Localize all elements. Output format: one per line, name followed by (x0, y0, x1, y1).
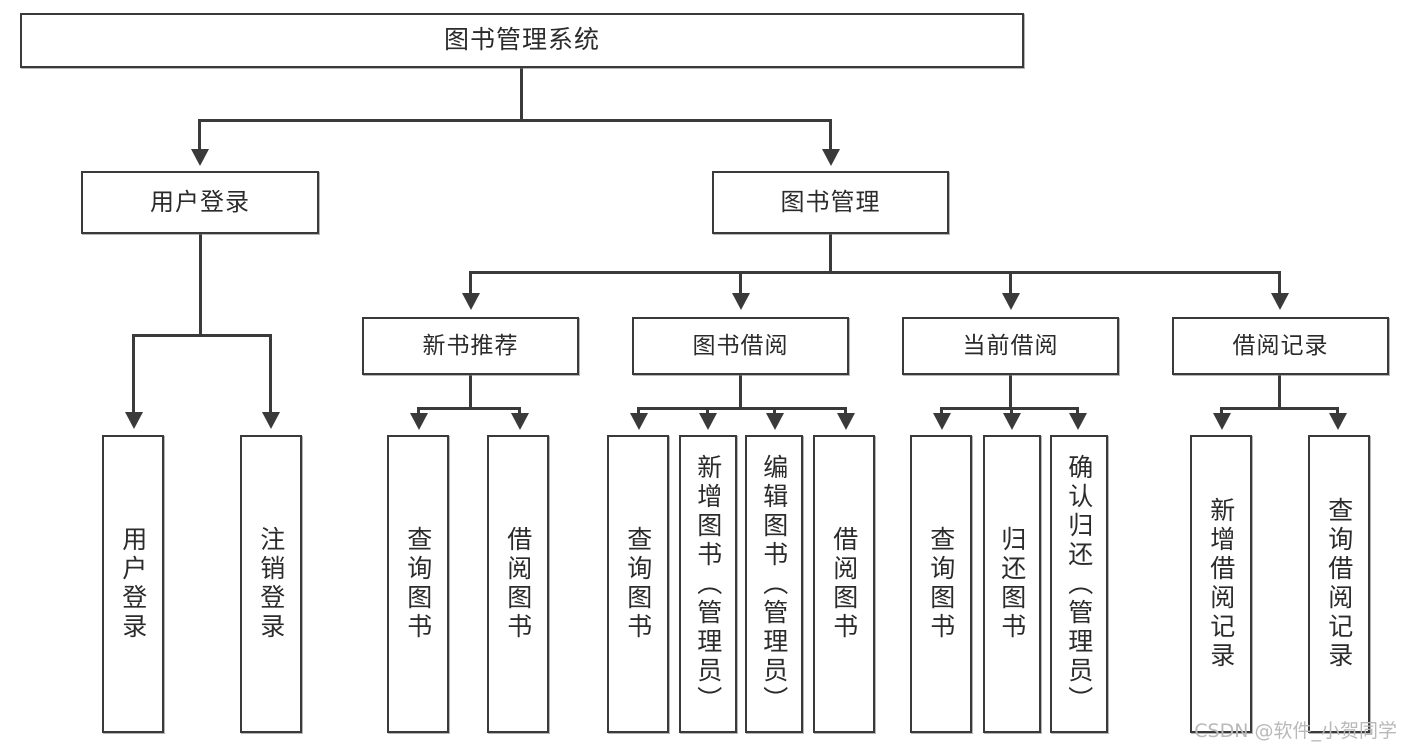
connector-bb-drop-4 (844, 407, 847, 415)
connector-bm-drop-current-borrow (1009, 271, 1012, 295)
node-label: 借阅记录 (1232, 332, 1329, 359)
connector-cb-drop-1 (940, 407, 943, 415)
arrow-root-to-user-login (191, 149, 209, 166)
connector-root-to-book-management (829, 119, 832, 151)
node-label: 归还图书 (997, 526, 1027, 642)
node-label: 确认归还（管理员） (1064, 453, 1094, 715)
node-label: 借阅图书 (503, 526, 533, 642)
csdn-watermark: CSDN @软件_小贺同学 (1194, 720, 1397, 742)
node-label: 注销登录 (256, 526, 286, 642)
arrow-to-new-book-recommend (462, 293, 480, 310)
connector-root-to-user-login (198, 119, 201, 151)
arrow-to-leaf-add-borrow-record (1213, 413, 1231, 430)
arrow-root-to-book-management (822, 149, 840, 166)
node-user-login[interactable]: 用户登录 (81, 171, 319, 234)
arrow-to-leaf-user-login (125, 412, 143, 429)
node-label: 新增图书（管理员） (693, 453, 723, 715)
connector-current-borrow-stem (1009, 375, 1012, 408)
node-label: 新增借阅记录 (1206, 497, 1236, 671)
node-label: 编辑图书（管理员） (759, 453, 789, 715)
node-label: 用户登录 (150, 187, 250, 216)
node-current-borrow[interactable]: 当前借阅 (902, 317, 1119, 375)
node-book-borrow[interactable]: 图书借阅 (632, 317, 849, 375)
node-leaf-query-book-3[interactable]: 查询图书 (910, 435, 972, 733)
node-leaf-logout[interactable]: 注销登录 (240, 435, 302, 733)
arrow-to-book-borrow (732, 293, 750, 310)
node-label: 新书推荐 (422, 332, 519, 359)
connector-nb-drop-2 (518, 407, 521, 415)
node-leaf-confirm-return-admin[interactable]: 确认归还（管理员） (1050, 435, 1108, 733)
arrow-to-leaf-edit-book-admin (766, 413, 784, 430)
node-leaf-borrow-book-1[interactable]: 借阅图书 (487, 435, 549, 733)
connector-nb-drop-1 (417, 407, 420, 415)
node-label: 用户登录 (118, 526, 148, 642)
arrow-to-leaf-borrow-book-2 (837, 413, 855, 430)
connector-bm-drop-borrow-record (1278, 271, 1281, 295)
node-label: 当前借阅 (962, 332, 1059, 359)
node-leaf-return-book[interactable]: 归还图书 (983, 435, 1041, 733)
arrow-to-leaf-query-book-1 (410, 413, 428, 430)
node-leaf-borrow-book-2[interactable]: 借阅图书 (813, 435, 875, 733)
node-new-book-recommend[interactable]: 新书推荐 (362, 317, 579, 375)
arrow-to-borrow-record (1271, 293, 1289, 310)
connector-borrow-record-bus (1220, 407, 1339, 410)
node-label: 图书管理 (780, 187, 881, 216)
connector-cb-drop-3 (1076, 407, 1079, 415)
node-leaf-query-borrow-record[interactable]: 查询借阅记录 (1308, 435, 1370, 733)
connector-borrow-record-stem (1278, 375, 1281, 408)
node-label: 借阅图书 (829, 526, 859, 642)
connector-user-login-drop-1 (132, 334, 135, 412)
arrow-to-leaf-query-book-3 (933, 413, 951, 430)
connector-new-book-stem (469, 375, 472, 408)
arrow-to-current-borrow (1002, 293, 1020, 310)
node-leaf-user-login[interactable]: 用户登录 (102, 435, 164, 733)
node-borrow-record[interactable]: 借阅记录 (1172, 317, 1389, 375)
node-leaf-query-book-1[interactable]: 查询图书 (387, 435, 449, 733)
arrow-to-leaf-return-book (1003, 413, 1021, 430)
node-label: 查询图书 (623, 526, 653, 642)
node-root-book-management-system[interactable]: 图书管理系统 (20, 13, 1024, 68)
arrow-to-leaf-borrow-book-1 (511, 413, 529, 430)
connector-user-login-drop-2 (269, 334, 272, 412)
connector-new-book-bus (417, 407, 521, 410)
node-book-management[interactable]: 图书管理 (712, 171, 949, 234)
arrow-to-leaf-logout (262, 412, 280, 429)
node-leaf-query-book-2[interactable]: 查询图书 (607, 435, 669, 733)
node-label: 图书借阅 (692, 332, 789, 359)
connector-root-bus (198, 119, 832, 122)
connector-bb-drop-2 (706, 407, 709, 415)
connector-user-login-bus (132, 334, 272, 337)
connector-user-login-stem (199, 234, 202, 335)
connector-br-drop-1 (1220, 407, 1223, 415)
connector-br-drop-2 (1336, 407, 1339, 415)
arrow-to-leaf-confirm-return-admin (1069, 413, 1087, 430)
connector-bm-drop-book-borrow (739, 271, 742, 295)
connector-bb-drop-3 (773, 407, 776, 415)
connector-current-borrow-bus (940, 407, 1079, 410)
connector-root-stem (520, 68, 523, 120)
node-leaf-add-borrow-record[interactable]: 新增借阅记录 (1190, 435, 1252, 733)
node-leaf-add-book-admin[interactable]: 新增图书（管理员） (679, 435, 737, 733)
connector-book-management-bus (469, 271, 1281, 274)
connector-book-borrow-stem (739, 375, 742, 408)
node-label: 图书管理系统 (443, 25, 600, 55)
node-label: 查询借阅记录 (1324, 497, 1354, 671)
node-label: 查询图书 (926, 526, 956, 642)
connector-bb-drop-1 (637, 407, 640, 415)
connector-cb-drop-2 (1010, 407, 1013, 415)
connector-book-management-stem (829, 234, 832, 272)
arrow-to-leaf-query-book-2 (630, 413, 648, 430)
node-leaf-edit-book-admin[interactable]: 编辑图书（管理员） (745, 435, 803, 733)
arrow-to-leaf-query-borrow-record (1329, 413, 1347, 430)
node-label: 查询图书 (403, 526, 433, 642)
connector-book-borrow-bus (637, 407, 847, 410)
arrow-to-leaf-add-book-admin (699, 413, 717, 430)
connector-bm-drop-new-book (469, 271, 472, 295)
